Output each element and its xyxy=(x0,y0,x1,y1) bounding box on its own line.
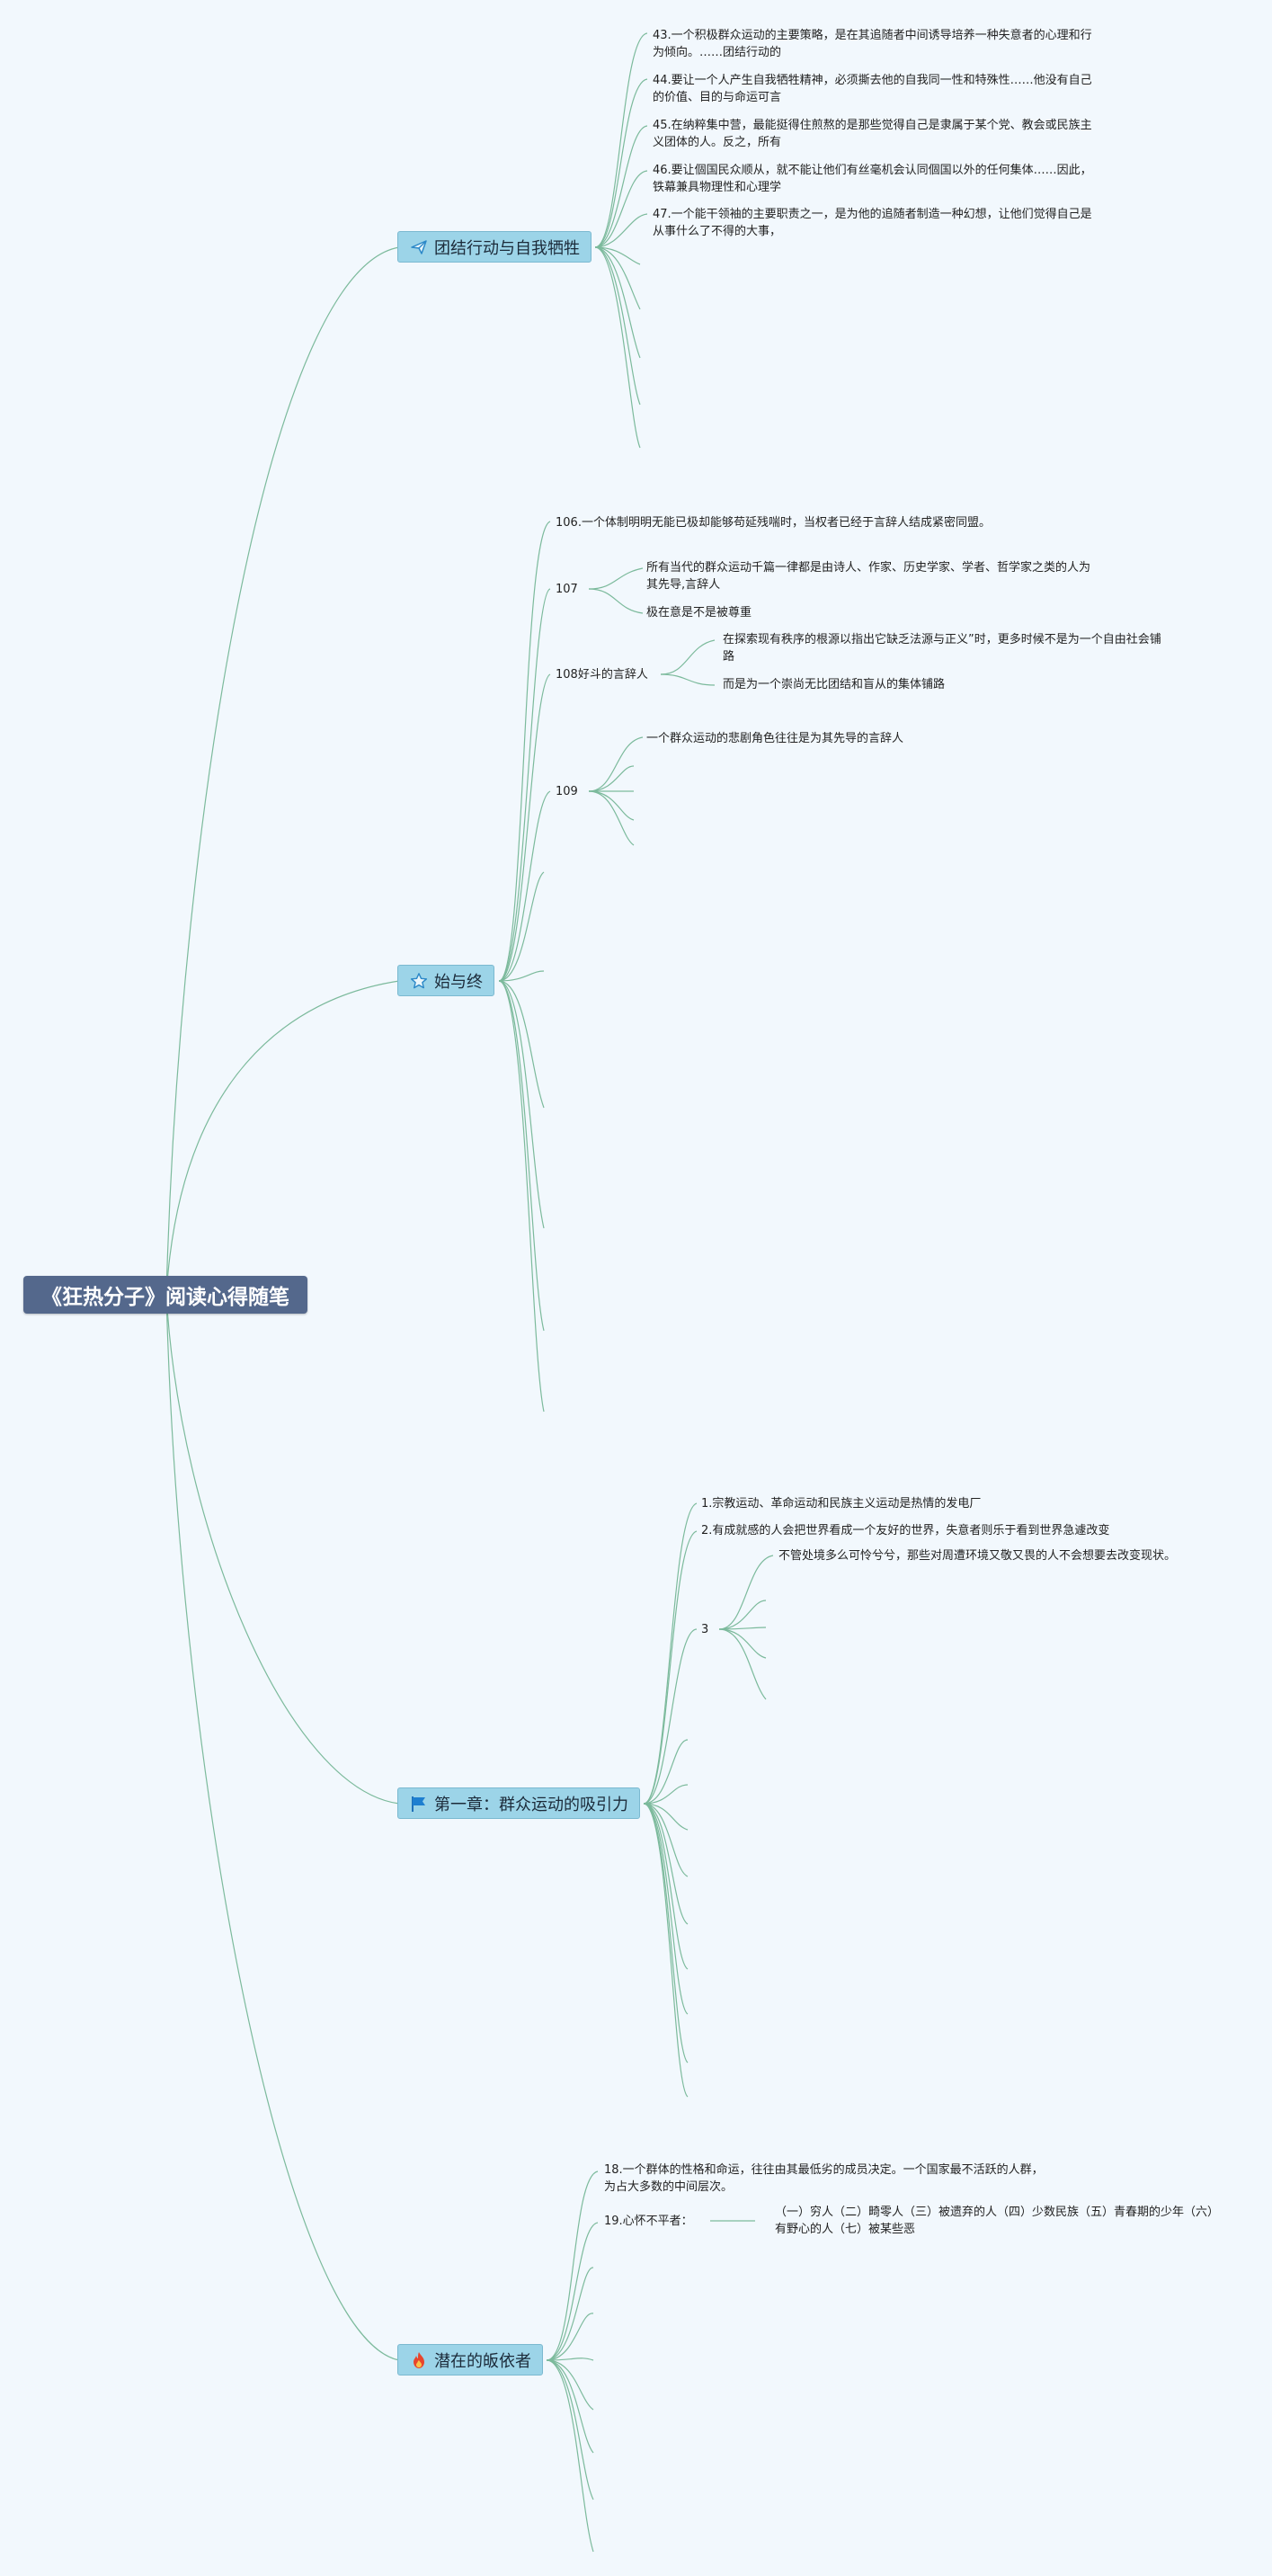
note-45[interactable]: 45.在纳粹集中营，最能挺得住煎熬的是那些觉得自己是隶属于某个党、教会或民族主义… xyxy=(653,119,1092,149)
note-c2[interactable]: 2.有成就感的人会把世界看成一个友好的世界，失意者则乐于看到世界急遽改变 xyxy=(701,1524,1110,1538)
fire-icon xyxy=(409,2350,429,2370)
note-46[interactable]: 46.要让個国民众顺从，就不能让他们有丝毫机会认同個国以外的任何集体……因此，铁… xyxy=(653,164,1092,194)
note-108b[interactable]: 而是为一个崇尚无比团结和盲从的集体铺路 xyxy=(723,678,946,691)
note-109a[interactable]: 一个群众运动的悲剧角色往往是为其先导的言辞人 xyxy=(646,732,904,745)
note-19a[interactable]: （一）穷人（二）畸零人（三）被遗弃的人（四）少数民族（五）青春期的少年（六）有野… xyxy=(775,2206,1220,2236)
topic-chapter-one[interactable]: 第一章：群众运动的吸引力 xyxy=(397,1787,640,1819)
flag-icon xyxy=(409,1794,429,1814)
root-topic[interactable]: 《狂热分子》阅读心得随笔 xyxy=(23,1276,307,1314)
topic-beginning-and-end[interactable]: 始与终 xyxy=(397,965,494,996)
node-108[interactable]: 108好斗的言辞人 xyxy=(556,668,648,682)
star-icon xyxy=(409,971,429,991)
node-19[interactable]: 19.心怀不平者： xyxy=(604,2215,693,2228)
topic-label: 团结行动与自我牺牲 xyxy=(434,238,580,258)
note-c3a[interactable]: 不管处境多么可怜兮兮，那些对周遭环境又敬又畏的人不会想要去改变现状。 xyxy=(778,1549,1177,1563)
note-106[interactable]: 106.一个体制明明无能已极却能够苟延残喘时，当权者已经于言辞人结成紧密同盟。 xyxy=(556,516,991,530)
note-107a[interactable]: 所有当代的群众运动千篇一律都是由诗人、作家、历史学家、学者、哲学家之类的人为其先… xyxy=(646,561,1091,592)
topic-potential-converts[interactable]: 潜在的皈依者 xyxy=(397,2344,543,2375)
topic-solidarity-self-sacrifice[interactable]: 团结行动与自我牺牲 xyxy=(397,231,592,263)
note-44[interactable]: 44.要让一个人产生自我牺牲精神，必须撕去他的自我同一性和特殊性……他没有自己的… xyxy=(653,74,1092,104)
node-c3[interactable]: 3 xyxy=(701,1623,709,1636)
note-18[interactable]: 18.一个群体的性格和命运，往往由其最低劣的成员决定。一个国家最不活跃的人群，为… xyxy=(604,2163,1044,2194)
note-47[interactable]: 47.一个能干领袖的主要职责之一，是为他的追随者制造一种幻想，让他们觉得自己是从… xyxy=(653,208,1092,238)
paper-plane-icon xyxy=(409,237,429,257)
node-109[interactable]: 109 xyxy=(556,785,578,798)
note-108a[interactable]: 在探索现有秩序的根源以指出它缺乏法源与正义”时，更多时候不是为一个自由社会铺路 xyxy=(723,633,1161,664)
topic-label: 始与终 xyxy=(434,972,483,992)
note-107b[interactable]: 极在意是不是被尊重 xyxy=(646,606,752,619)
topic-label: 第一章：群众运动的吸引力 xyxy=(434,1795,628,1814)
topic-label: 潜在的皈依者 xyxy=(434,2351,531,2371)
node-107[interactable]: 107 xyxy=(556,583,578,596)
note-43[interactable]: 43.一个积极群众运动的主要策略，是在其追随者中间诱导培养一种失意者的心理和行为… xyxy=(653,29,1092,59)
note-c1[interactable]: 1.宗教运动、革命运动和民族主义运动是热情的发电厂 xyxy=(701,1497,982,1511)
